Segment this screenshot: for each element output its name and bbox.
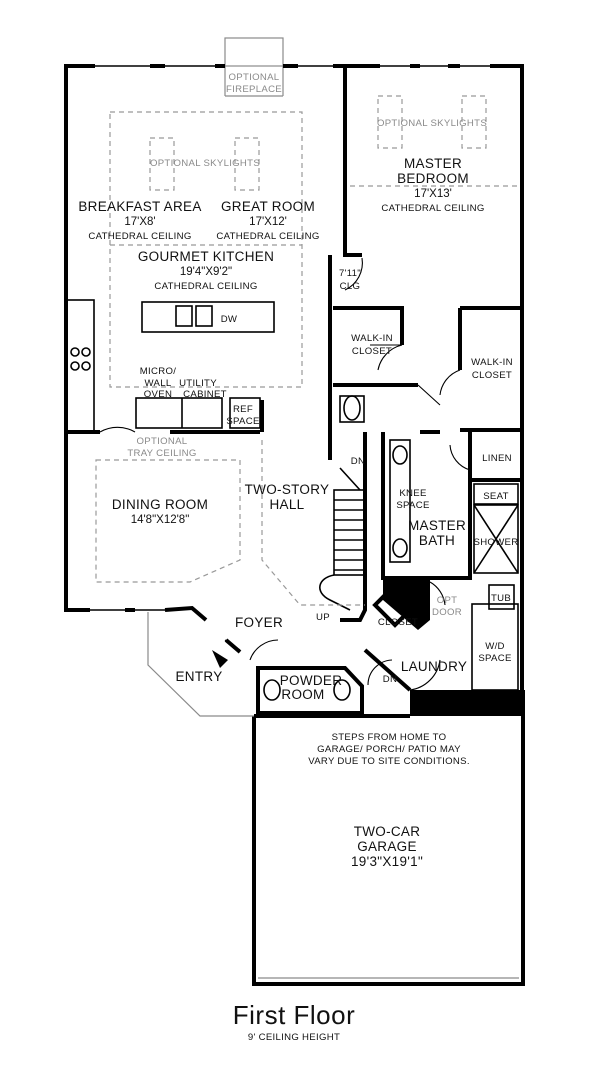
powder-fixtures <box>263 679 351 701</box>
entry-arrow <box>212 650 228 668</box>
label-linen: LINEN <box>482 453 512 464</box>
label-entry: ENTRY <box>175 669 222 684</box>
label-closet: CLOSET <box>378 617 418 628</box>
label-powder-2: ROOM <box>281 687 324 702</box>
label-knee-2: SPACE <box>396 500 429 511</box>
label-utility-1: UTILITY <box>179 378 217 389</box>
label-kitchen-ceiling: CATHEDRAL CEILING <box>154 281 257 292</box>
label-hall-2: HALL <box>270 497 305 512</box>
label-wd-1: W/D <box>485 641 505 652</box>
label-walkin-1b: CLOSET <box>352 346 392 357</box>
label-optional-fireplace-2: FIREPLACE <box>226 84 282 95</box>
master-bath-fixtures <box>339 395 519 574</box>
label-master-bath-1: MASTER <box>408 518 466 533</box>
label-master-bedroom-2: BEDROOM <box>397 171 469 186</box>
label-dn-laundry: DN <box>383 674 397 685</box>
label-garage-1: TWO-CAR <box>354 824 421 839</box>
floor-title: First Floor <box>233 1000 356 1030</box>
label-utility-2: CABINET <box>183 389 227 400</box>
label-ref-2: SPACE <box>226 416 259 427</box>
label-great-room-ceiling: CATHEDRAL CEILING <box>216 231 319 242</box>
interior-walls <box>66 66 523 716</box>
label-breakfast-ceiling: CATHEDRAL CEILING <box>88 231 191 242</box>
label-micro-2: WALL <box>145 378 172 389</box>
label-steps-1: STEPS FROM HOME TO <box>332 732 447 743</box>
label-breakfast-name: BREAKFAST AREA <box>78 199 201 214</box>
label-opt-door-2: DOOR <box>432 607 462 618</box>
label-wd-2: SPACE <box>478 653 511 664</box>
entry-porch <box>147 612 254 717</box>
optional-fireplace <box>224 37 284 97</box>
label-ref-1: REF <box>233 404 253 415</box>
floor-subtitle: 9' CEILING HEIGHT <box>248 1032 340 1043</box>
label-optional-fireplace-1: OPTIONAL <box>229 72 280 83</box>
label-dining-name: DINING ROOM <box>112 497 208 512</box>
label-hall-1: TWO-STORY <box>245 482 330 497</box>
exterior-walls <box>64 64 525 986</box>
label-powder-1: POWDER <box>280 673 343 688</box>
label-up: UP <box>316 612 330 623</box>
laundry-fixtures <box>471 584 519 691</box>
label-micro-3: OVEN <box>144 389 172 400</box>
door-swings <box>99 257 471 691</box>
label-great-room-dims: 17'X12' <box>249 216 287 228</box>
label-kitchen-dims: 19'4"X9'2" <box>180 266 232 278</box>
label-seat: SEAT <box>483 491 509 502</box>
label-breakfast-dims: 17'X8' <box>124 216 155 228</box>
label-opt-door-1: OPT <box>437 595 458 606</box>
label-steps-3: VARY DUE TO SITE CONDITIONS. <box>308 756 470 767</box>
label-micro-1: MICRO/ <box>140 366 176 377</box>
label-walkin-2a: WALK-IN <box>471 357 513 368</box>
label-shower: SHOWER <box>474 537 519 548</box>
label-great-room-name: GREAT ROOM <box>221 199 315 214</box>
label-dn-hall: DN <box>351 456 365 467</box>
label-optional-skylights: OPTIONAL SKYLIGHTS <box>150 158 260 169</box>
label-clg-1: 7'11" <box>339 268 361 279</box>
staircase <box>319 467 365 611</box>
label-tub: TUB <box>491 593 511 604</box>
label-optional-tray-1: OPTIONAL <box>137 436 188 447</box>
label-steps-2: GARAGE/ PORCH/ PATIO MAY <box>317 744 461 755</box>
label-master-bedroom-dims: 17'X13' <box>414 188 452 200</box>
label-garage-dims: 19'3"X19'1" <box>351 854 423 869</box>
label-optional-tray-2: TRAY CEILING <box>127 448 196 459</box>
label-dining-dims: 14'8"X12'8" <box>131 514 190 526</box>
label-laundry: LAUNDRY <box>401 659 467 674</box>
label-walkin-2b: CLOSET <box>472 370 512 381</box>
label-kitchen-name: GOURMET KITCHEN <box>138 249 274 264</box>
label-foyer: FOYER <box>235 615 283 630</box>
ceiling-outlines <box>95 95 518 606</box>
label-master-bedroom-1: MASTER <box>404 156 462 171</box>
labels: OPTIONAL FIREPLACE OPTIONAL SKYLIGHTS OP… <box>78 72 518 869</box>
label-garage-2: GARAGE <box>357 839 417 854</box>
label-master-bath-2: BATH <box>419 533 455 548</box>
label-dw: DW <box>221 314 238 325</box>
label-knee-1: KNEE <box>399 488 426 499</box>
label-walkin-1a: WALK-IN <box>351 333 393 344</box>
kitchen-fixtures <box>65 299 275 433</box>
label-master-bedroom-ceiling: CATHEDRAL CEILING <box>381 203 484 214</box>
label-optional-skylights-master: OPTIONAL SKYLIGHTS <box>377 118 487 129</box>
label-clg-2: CLG <box>340 281 361 292</box>
